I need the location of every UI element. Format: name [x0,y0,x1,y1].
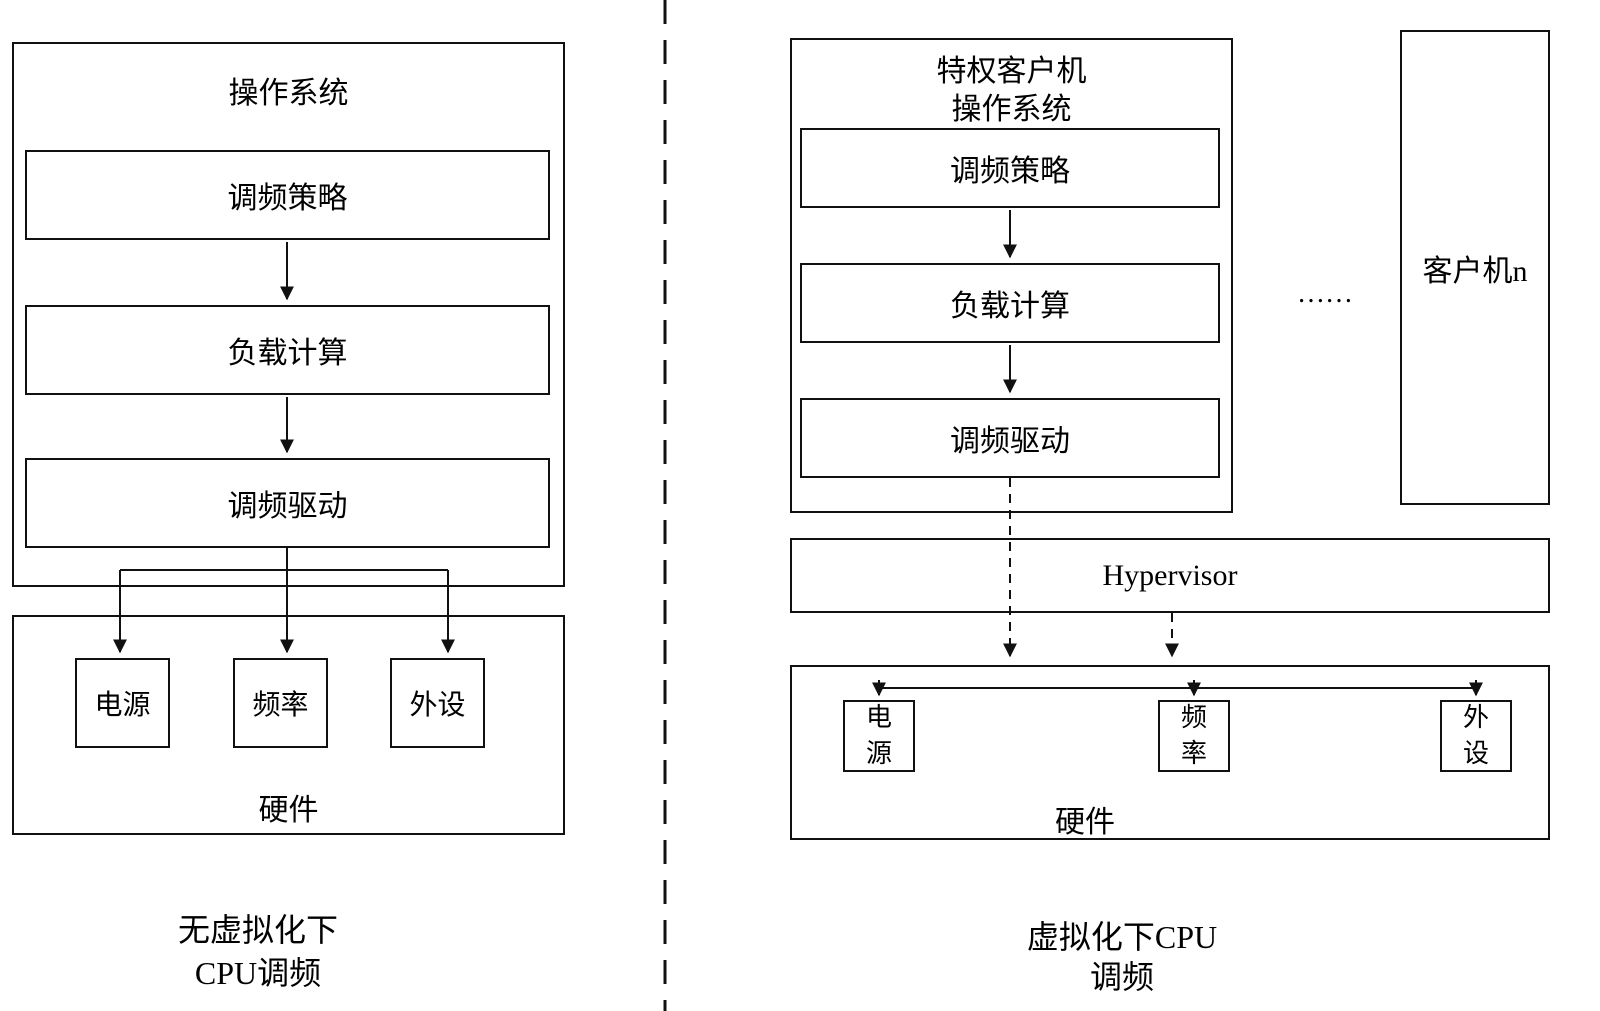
right-guest-n-box: 客户机n [1400,30,1550,505]
right-policy-box: 调频策略 [800,128,1220,208]
left-driver-box: 调频驱动 [25,458,550,548]
right-os-title-line1: 特权客户机 [936,55,1087,88]
right-power-box: 电 源 [843,700,915,772]
right-frequency-line2: 率 [1180,739,1207,768]
right-caption-line2: 调频 [1089,959,1154,995]
right-frequency-box: 频 率 [1158,700,1230,772]
left-caption-line1: 无虚拟化下 [177,912,338,948]
left-load-box: 负载计算 [25,305,550,395]
left-frequency-box: 频率 [233,658,328,748]
right-power-line1: 电 [865,703,892,732]
right-peripheral-line2: 设 [1462,739,1489,768]
right-peripheral-line1: 外 [1462,703,1489,732]
ellipsis-dots: …… [1297,278,1353,309]
right-caption-line1: 虚拟化下CPU [1026,919,1218,955]
right-power-line2: 源 [865,739,892,768]
left-caption-line2: CPU调频 [194,955,322,991]
left-hardware-title: 硬件 [258,794,319,827]
right-peripheral-box: 外 设 [1440,700,1512,772]
right-os-title-line2: 操作系统 [951,93,1072,126]
left-os-title: 操作系统 [228,77,349,110]
left-peripheral-box: 外设 [390,658,485,748]
right-load-box: 负载计算 [800,263,1220,343]
left-power-box: 电源 [75,658,170,748]
hypervisor-box: Hypervisor [790,538,1550,613]
right-hardware-title: 硬件 [1055,806,1115,839]
left-policy-box: 调频策略 [25,150,550,240]
right-driver-box: 调频驱动 [800,398,1220,478]
right-frequency-line1: 频 [1180,703,1207,732]
